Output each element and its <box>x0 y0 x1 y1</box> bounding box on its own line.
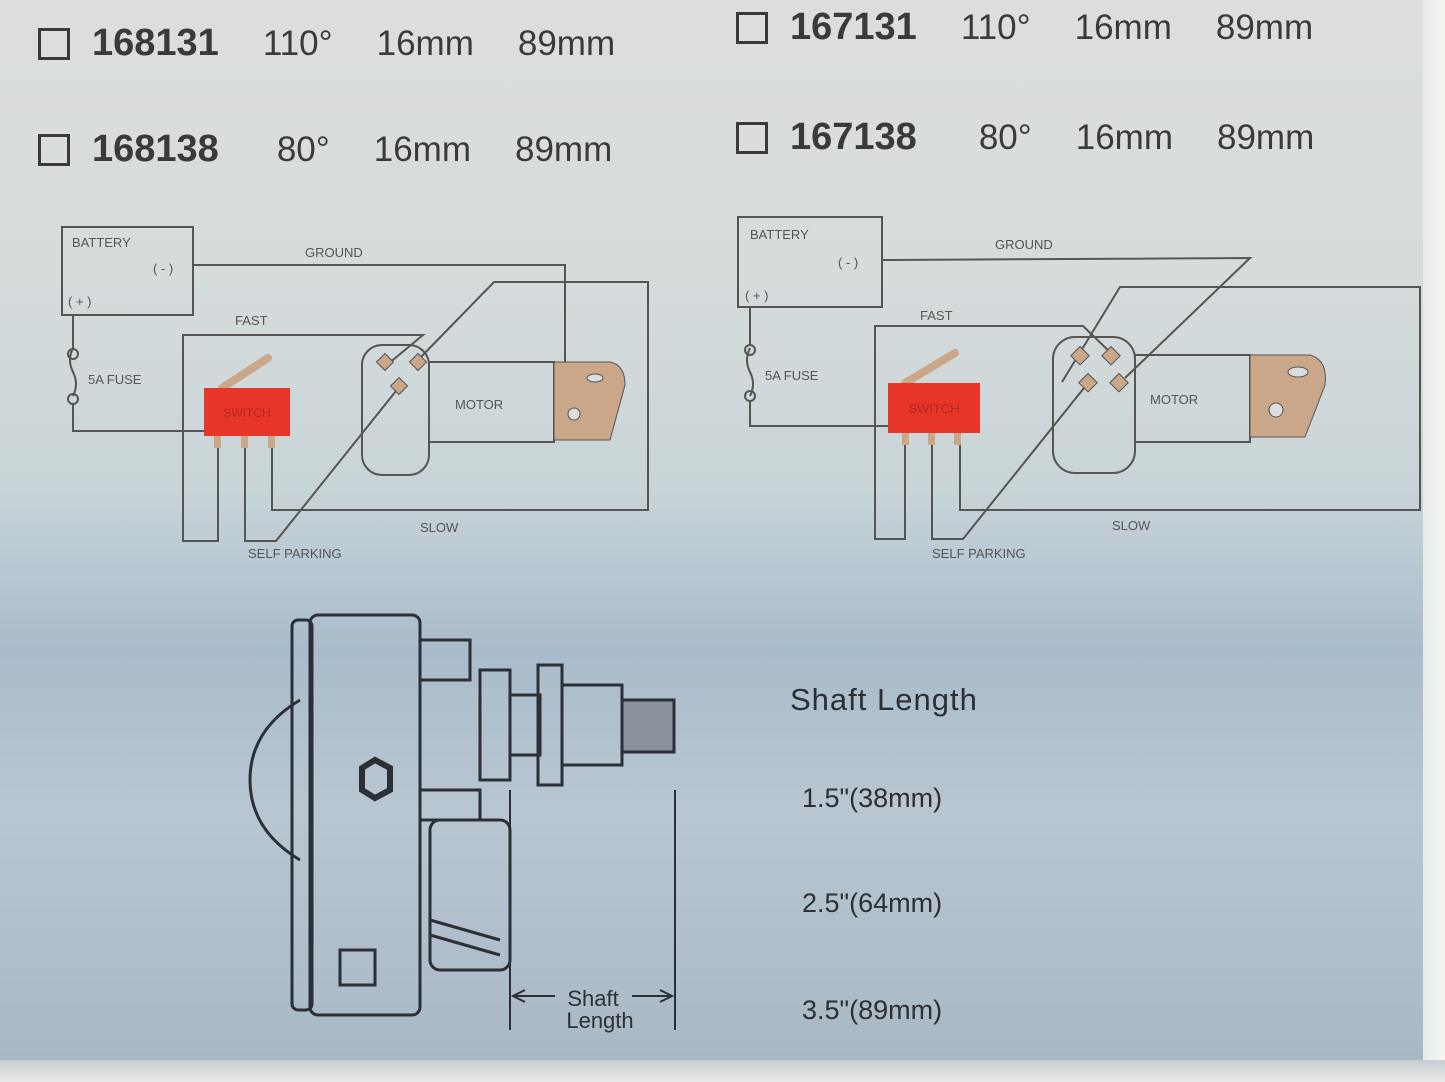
self-parking-label: SELF PARKING <box>932 546 1026 561</box>
wiring-diagram-left: BATTERY ( - ) ( + ) GROUND 5A FUSE FAST … <box>61 226 649 561</box>
self-parking-label: SELF PARKING <box>248 546 342 561</box>
model-row-167131: 167131 110° 16mm 89mm <box>736 6 1357 49</box>
negative-label: ( - ) <box>838 255 858 270</box>
slow-label: SLOW <box>420 520 459 535</box>
mounting-bracket <box>553 361 626 441</box>
shaft-option: 2.5"(64mm) <box>802 888 943 918</box>
checkbox[interactable] <box>38 27 70 60</box>
wiper-motor-drawing <box>248 613 676 1030</box>
motor-housing <box>1052 336 1136 474</box>
model-angle: 110° <box>960 7 1031 47</box>
motor-label: MOTOR <box>455 397 503 412</box>
model-code: 167138 <box>790 116 917 158</box>
fuse-label: 5A FUSE <box>88 372 142 387</box>
switch-label: SWITCH <box>908 401 959 416</box>
model-code: 168138 <box>92 128 219 170</box>
slow-wire <box>271 281 649 511</box>
ground-label: GROUND <box>995 237 1053 252</box>
shaft-option: 3.5"(89mm) <box>802 995 943 1025</box>
switch-body <box>888 383 980 433</box>
switch-label: SWITCH <box>223 406 270 420</box>
motor-label: MOTOR <box>1150 392 1198 407</box>
checkbox[interactable] <box>736 121 768 154</box>
fuse-label: 5A FUSE <box>765 368 819 383</box>
model-code: 167131 <box>790 6 917 48</box>
model-length: 89mm <box>1217 117 1315 157</box>
battery-label: BATTERY <box>750 227 809 242</box>
model-length: 89mm <box>1215 7 1314 47</box>
model-length: 89mm <box>517 23 616 63</box>
model-code: 168131 <box>92 22 219 64</box>
switch-lever <box>901 349 959 387</box>
model-length: 89mm <box>515 129 613 169</box>
battery-box <box>61 226 194 316</box>
self-parking-wire <box>931 382 1089 540</box>
fast-wire <box>182 334 426 542</box>
mounting-bracket <box>1249 354 1326 438</box>
model-size: 16mm <box>1075 117 1173 157</box>
positive-label: ( + ) <box>745 288 768 303</box>
switch-body <box>204 388 290 436</box>
ground-wire <box>193 264 566 362</box>
ground-label: GROUND <box>305 245 363 260</box>
hex-nut-icon <box>359 756 393 802</box>
shaft-length-label-2: Length <box>566 1008 633 1033</box>
self-parking-wire <box>244 385 401 542</box>
checkbox[interactable] <box>736 11 768 44</box>
shaft-length-label: Shaft <box>567 986 618 1011</box>
positive-label: ( + ) <box>68 294 91 309</box>
shaft-length-title: Shaft Length <box>790 682 978 717</box>
model-row-168138: 168138 80° 16mm 89mm <box>38 128 656 171</box>
slow-wire <box>959 286 1421 511</box>
model-angle: 110° <box>262 23 333 63</box>
battery-label: BATTERY <box>72 235 131 250</box>
model-angle: 80° <box>978 117 1032 157</box>
model-size: 16mm <box>1074 7 1172 47</box>
model-row-168131: 168131 110° 16mm 89mm <box>38 22 659 65</box>
wiring-diagram-right: BATTERY ( - ) ( + ) GROUND 5A FUSE FAST … <box>737 216 1421 561</box>
box-bottom-edge <box>0 1060 1445 1082</box>
battery-box <box>737 216 883 308</box>
model-row-167138: 167138 80° 16mm 89mm <box>736 116 1358 159</box>
switch-lever <box>218 354 272 392</box>
shaft-option: 1.5"(38mm) <box>802 783 943 813</box>
box-edge <box>1423 0 1445 1082</box>
fast-wire <box>874 325 1114 540</box>
checkbox[interactable] <box>38 133 70 166</box>
ground-wire <box>881 256 1253 379</box>
model-size: 16mm <box>376 23 474 63</box>
slow-label: SLOW <box>1112 518 1151 533</box>
fast-label: FAST <box>235 313 268 328</box>
model-size: 16mm <box>373 129 471 169</box>
fuse-icon <box>69 347 77 397</box>
negative-label: ( - ) <box>153 261 173 276</box>
fast-label: FAST <box>920 308 953 323</box>
model-angle: 80° <box>276 129 330 169</box>
